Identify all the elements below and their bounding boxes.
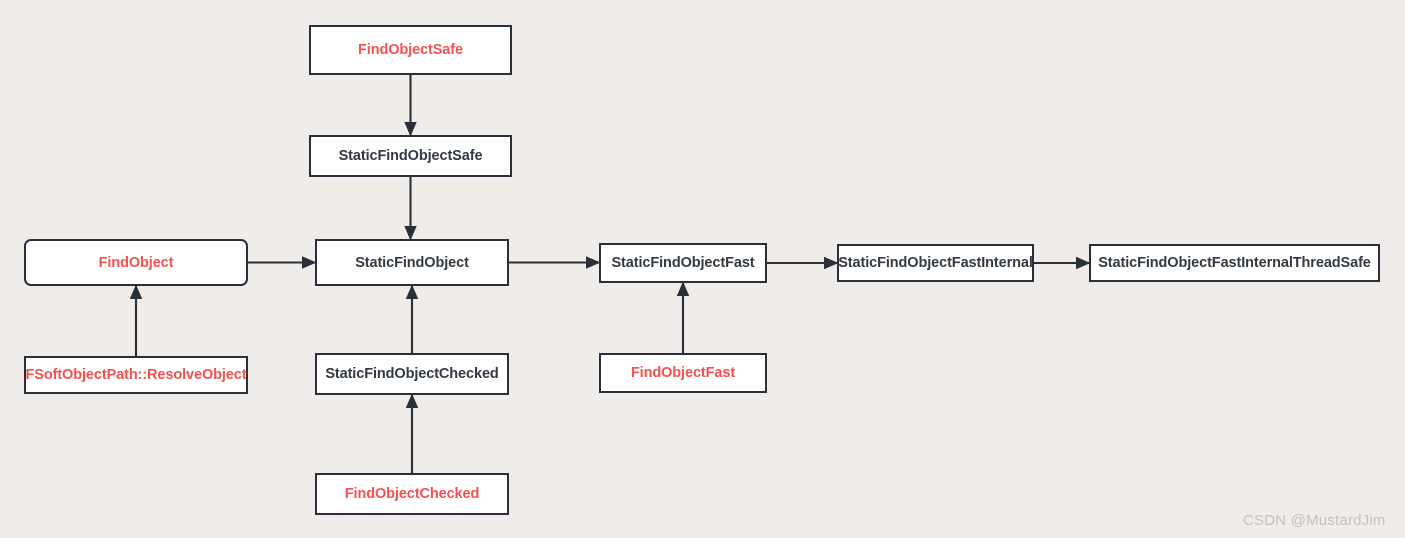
node-StaticFindObjectChecked[interactable]: StaticFindObjectChecked xyxy=(315,353,509,395)
node-StaticFindObjectFastInternal[interactable]: StaticFindObjectFastInternal xyxy=(837,244,1034,282)
node-StaticFindObject[interactable]: StaticFindObject xyxy=(315,239,509,286)
node-StaticFindObjectSafe[interactable]: StaticFindObjectSafe xyxy=(309,135,512,177)
node-FindObject[interactable]: FindObject xyxy=(24,239,248,286)
node-StaticFindObjectFast[interactable]: StaticFindObjectFast xyxy=(599,243,767,283)
node-FindObjectFast[interactable]: FindObjectFast xyxy=(599,353,767,393)
node-FindObjectSafe[interactable]: FindObjectSafe xyxy=(309,25,512,75)
node-FindObjectChecked[interactable]: FindObjectChecked xyxy=(315,473,509,515)
watermark: CSDN @MustardJim xyxy=(1243,512,1386,529)
node-FSoftObjectPathResolveObject[interactable]: FSoftObjectPath::ResolveObject xyxy=(24,356,248,394)
node-StaticFindObjectFastInternalThreadSafe[interactable]: StaticFindObjectFastInternalThreadSafe xyxy=(1089,244,1380,282)
